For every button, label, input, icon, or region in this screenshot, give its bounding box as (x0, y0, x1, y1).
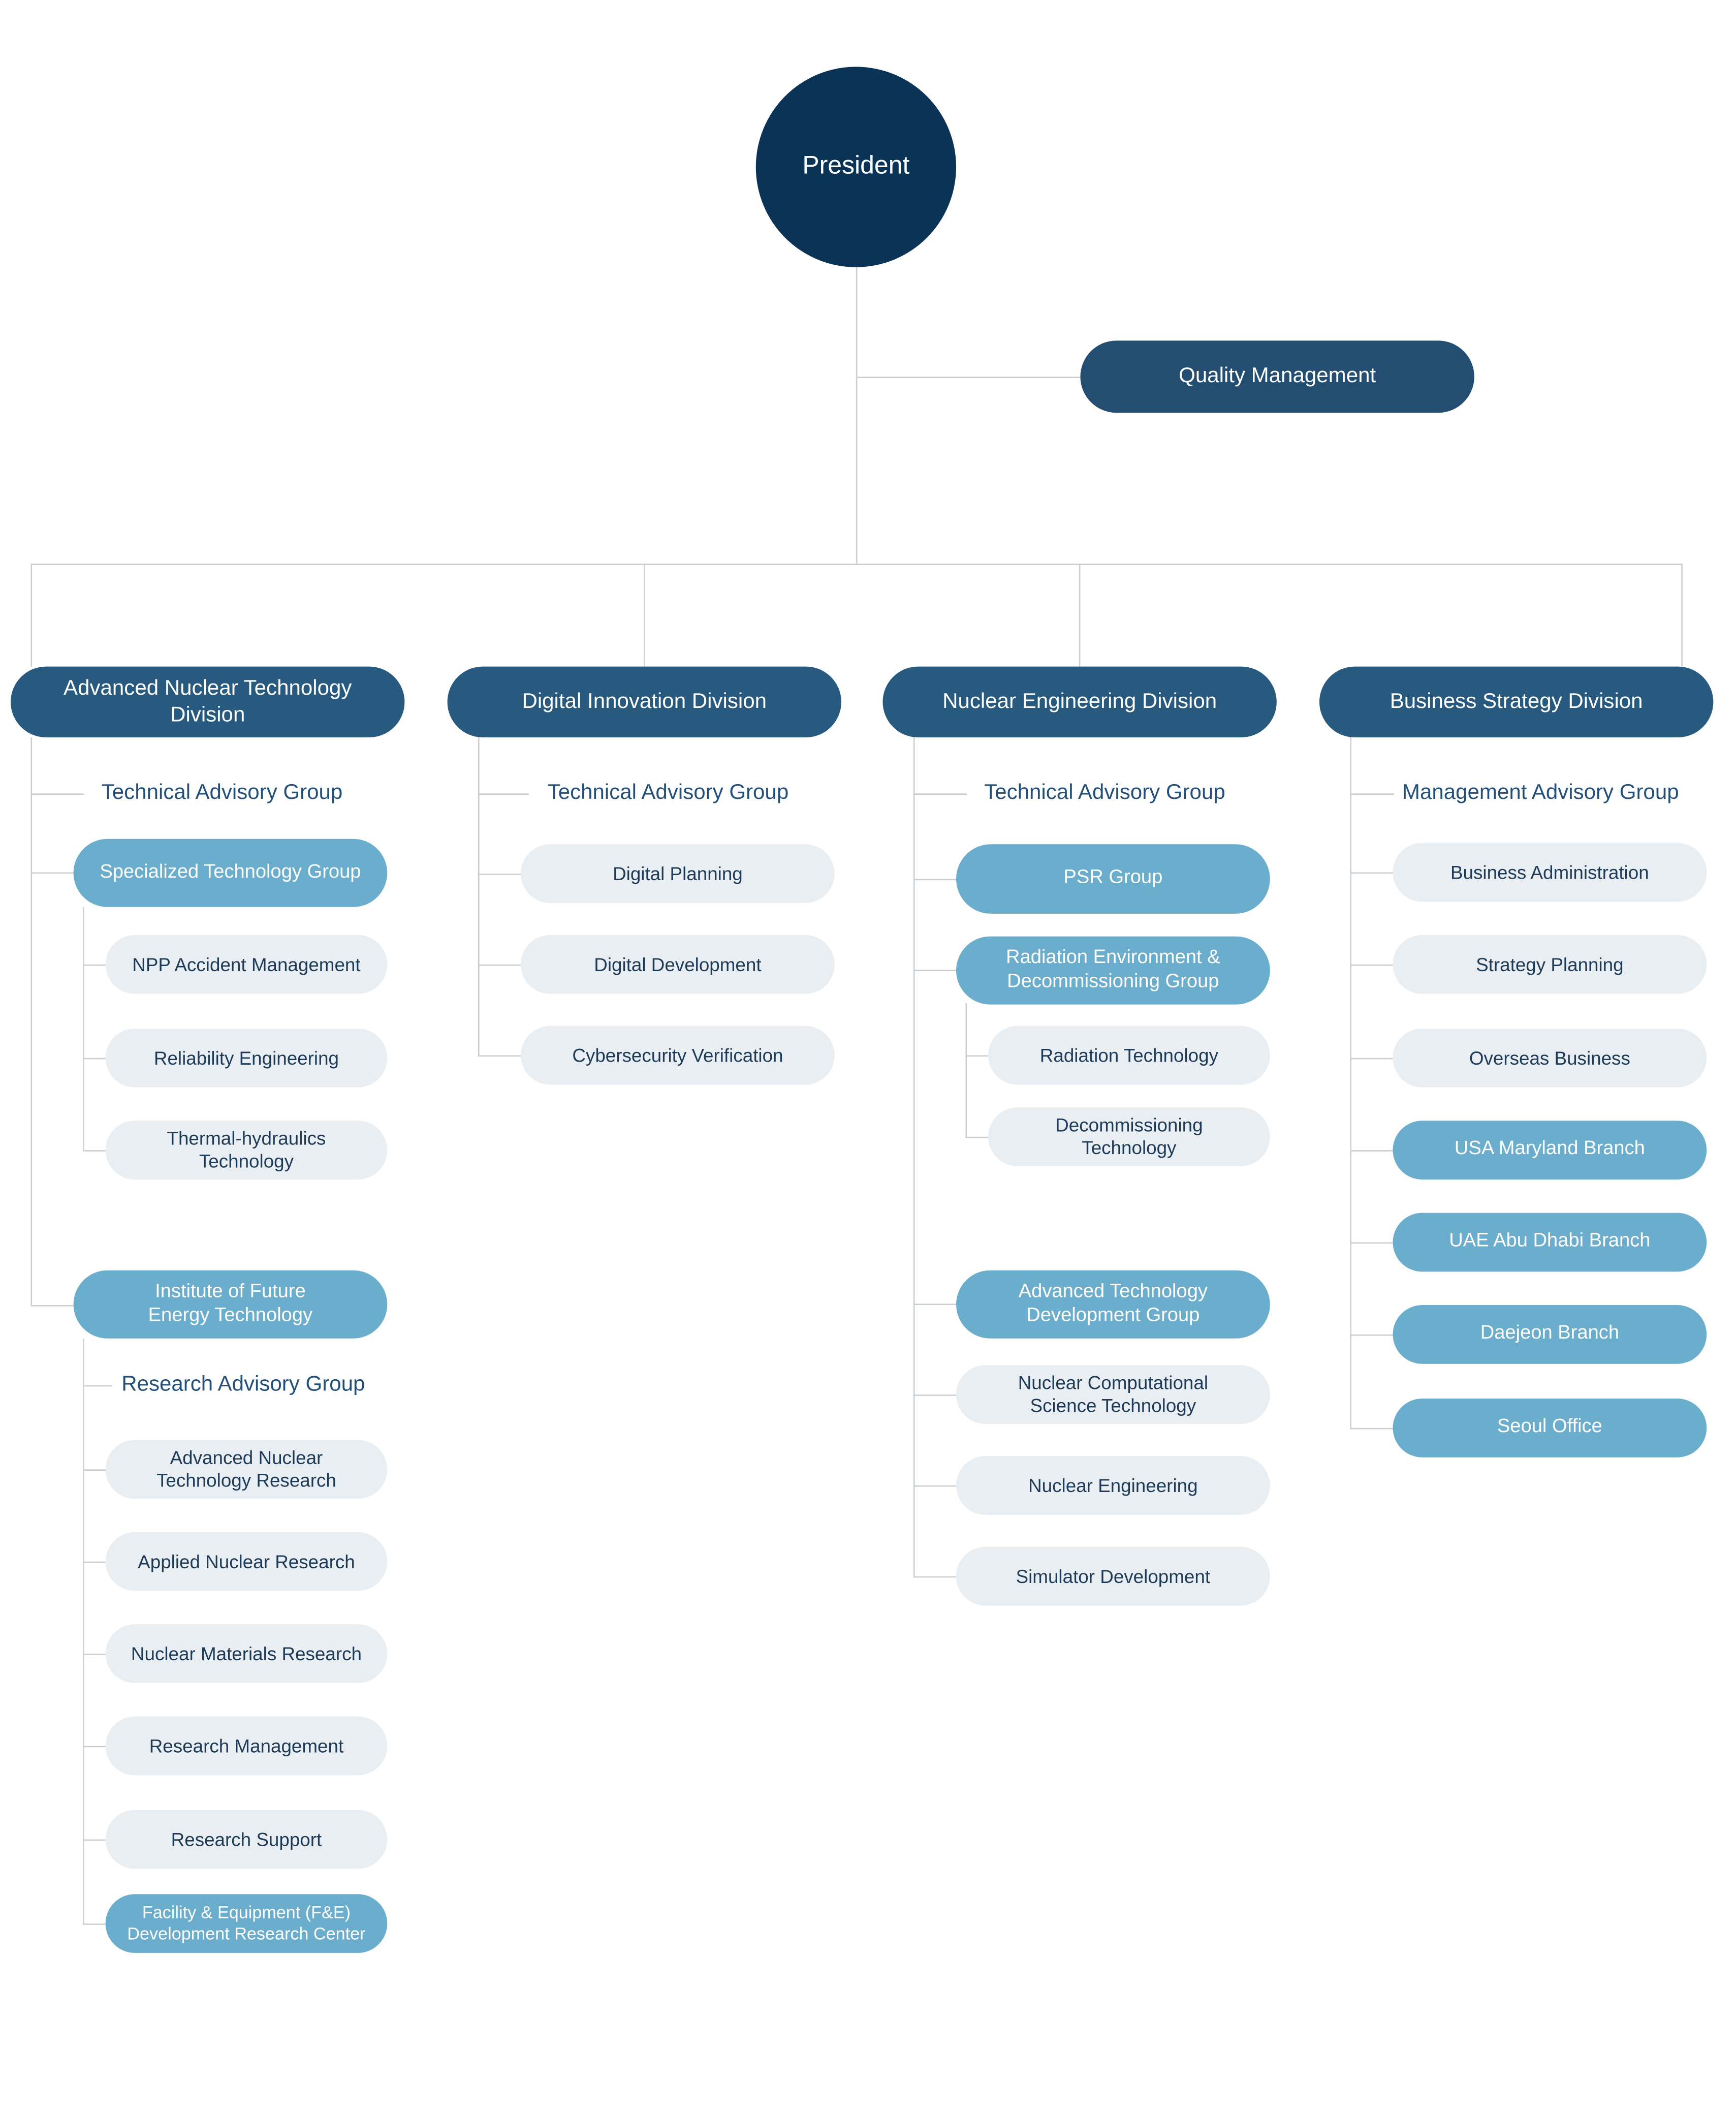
unit-node: Nuclear Computational Science Technology (956, 1365, 1270, 1424)
connector-line (965, 1055, 989, 1057)
connector-line (82, 964, 106, 966)
connector-line (856, 377, 1081, 378)
connector-line (82, 1150, 106, 1152)
connector-line (82, 1338, 84, 1924)
research-advisory-group-label: Research Advisory Group (121, 1374, 365, 1397)
connector-line (82, 1839, 106, 1841)
connector-line (30, 872, 74, 874)
connector-line (1350, 793, 1395, 795)
connector-line (30, 793, 84, 795)
connector-line (965, 1003, 967, 1137)
branch-node: Seoul Office (1393, 1399, 1707, 1457)
connector-line (30, 737, 33, 1306)
connector-line (82, 1561, 106, 1563)
connector-line (1350, 1242, 1393, 1244)
connector-line (1350, 1058, 1393, 1060)
president-node: President (755, 67, 957, 267)
connector-line (1350, 1150, 1393, 1152)
radiation-decommissioning-group-node: Radiation Environment & Decommissioning … (956, 936, 1270, 1005)
branch-node: USA Maryland Branch (1393, 1121, 1707, 1180)
connector-line (643, 564, 645, 667)
unit-node: Cybersecurity Verification (521, 1026, 835, 1085)
fe-research-center-node: Facility & Equipment (F&E) Development R… (105, 1894, 388, 1953)
connector-line (1350, 1334, 1393, 1336)
institute-future-energy-node: Institute of Future Energy Technology (73, 1270, 388, 1339)
connector-line (82, 1746, 106, 1748)
connector-line (82, 1654, 106, 1655)
division-advanced-nuclear-technology: Advanced Nuclear Technology Division (11, 666, 405, 737)
connector-line (913, 879, 957, 881)
connector-line (913, 1485, 957, 1487)
division-nuclear-engineering: Nuclear Engineering Division (882, 666, 1277, 737)
connector-line (1350, 872, 1393, 874)
specialized-technology-group-node: Specialized Technology Group (73, 839, 388, 907)
branch-node: UAE Abu Dhabi Branch (1393, 1213, 1707, 1272)
advisory-group-label: Management Advisory Group (1402, 782, 1679, 805)
connector-line (913, 1576, 957, 1578)
advanced-technology-development-group-node: Advanced Technology Development Group (956, 1270, 1270, 1339)
connector-line (478, 874, 521, 875)
connector-line (30, 1305, 74, 1307)
unit-node: Business Administration (1393, 843, 1707, 902)
division-business-strategy: Business Strategy Division (1319, 666, 1714, 737)
connector-line (1350, 737, 1352, 1428)
unit-node: Thermal-hydraulics Technology (105, 1121, 388, 1180)
connector-line (82, 907, 84, 1151)
unit-node: Simulator Development (956, 1546, 1270, 1606)
unit-node: Digital Planning (521, 844, 835, 903)
unit-node: Radiation Technology (988, 1026, 1270, 1085)
unit-node: Overseas Business (1393, 1028, 1707, 1088)
connector-line (913, 737, 915, 1576)
connector-line (82, 1469, 106, 1471)
connector-line (30, 564, 1683, 565)
unit-node: Advanced Nuclear Technology Research (105, 1440, 388, 1499)
advisory-group-label: Technical Advisory Group (101, 782, 343, 805)
connector-line (1350, 964, 1393, 966)
connector-line (856, 267, 858, 564)
connector-line (82, 1058, 106, 1060)
unit-node: Nuclear Materials Research (105, 1624, 388, 1683)
connector-line (913, 1394, 957, 1396)
connector-line (478, 1055, 521, 1057)
advisory-group-label: Technical Advisory Group (547, 782, 789, 805)
unit-node: Nuclear Engineering (956, 1456, 1270, 1515)
connector-line (913, 970, 957, 971)
connector-line (1079, 564, 1081, 667)
unit-node: Research Support (105, 1810, 388, 1869)
unit-node: NPP Accident Management (105, 935, 388, 994)
connector-line (913, 793, 967, 795)
unit-node: Reliability Engineering (105, 1028, 388, 1088)
connector-line (913, 1304, 957, 1306)
connector-line (82, 1385, 112, 1387)
connector-line (30, 564, 33, 667)
connector-line (1350, 1428, 1393, 1430)
unit-node: Applied Nuclear Research (105, 1532, 388, 1591)
unit-node: Digital Development (521, 935, 835, 994)
division-digital-innovation: Digital Innovation Division (447, 666, 841, 737)
connector-line (965, 1136, 989, 1138)
psr-group-node: PSR Group (956, 844, 1270, 914)
connector-line (82, 1924, 106, 1925)
unit-node: Decommissioning Technology (988, 1107, 1270, 1166)
connector-line (1681, 564, 1683, 667)
connector-line (478, 737, 480, 1056)
advisory-group-label: Technical Advisory Group (984, 782, 1225, 805)
quality-management-node: Quality Management (1080, 340, 1474, 413)
branch-node: Daejeon Branch (1393, 1305, 1707, 1364)
connector-line (478, 793, 529, 795)
connector-line (478, 964, 521, 966)
unit-node: Strategy Planning (1393, 935, 1707, 994)
unit-node: Research Management (105, 1716, 388, 1776)
